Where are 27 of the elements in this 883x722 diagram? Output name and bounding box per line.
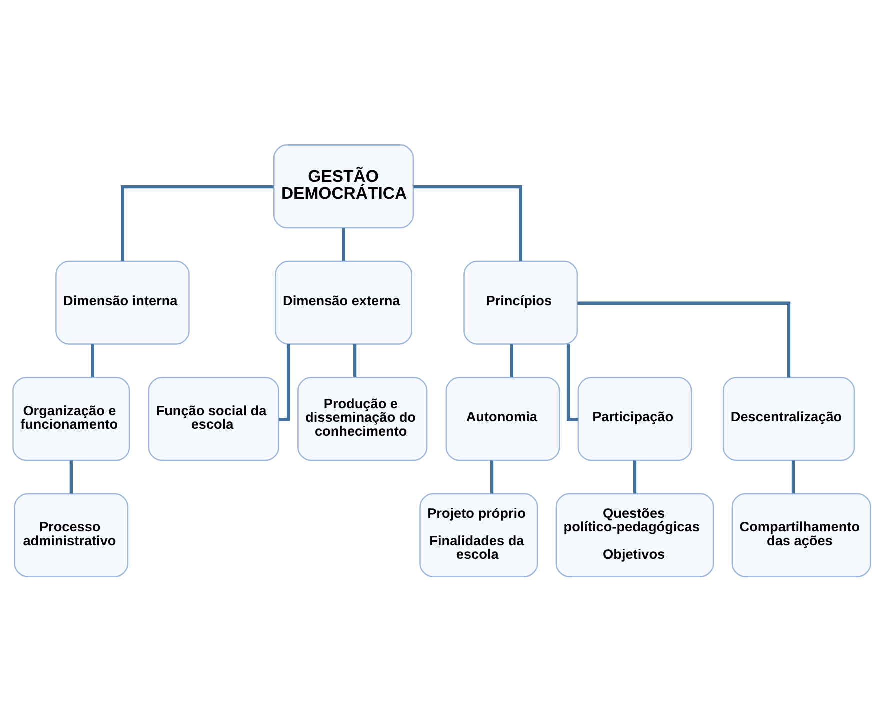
- node-box: Descentralização: [722, 377, 855, 462]
- node-box: Dimensão interna: [55, 260, 190, 345]
- node-box: Função social da escola: [148, 377, 279, 462]
- connector: [90, 344, 94, 378]
- connector: [69, 460, 72, 494]
- connector: [278, 344, 290, 422]
- node-box: Participação: [577, 377, 692, 462]
- connector: [791, 460, 795, 494]
- connector: [510, 344, 513, 378]
- connector: [352, 344, 356, 378]
- node-box: Organização e funcionamento: [12, 377, 130, 462]
- connector: [577, 302, 790, 378]
- connector: [490, 460, 494, 494]
- node-box: Dimensão externa: [274, 260, 412, 345]
- node-box: GESTÃO DEMOCRÁTICA: [273, 144, 414, 229]
- node-box: Princípios: [463, 260, 578, 345]
- node-box: Projeto próprio Finalidades da escola: [419, 493, 538, 578]
- node-box: Produção e disseminação do conhecimento: [297, 377, 428, 462]
- connector: [342, 228, 345, 262]
- connector: [120, 186, 274, 262]
- node-box: Processo administrativo: [14, 493, 128, 578]
- connector: [632, 460, 636, 494]
- node-box: Questões político-pedagógicas Objetivos: [555, 493, 714, 578]
- connector: [566, 344, 578, 422]
- connector: [413, 186, 522, 262]
- node-box: Compartilhamento das ações: [731, 493, 871, 578]
- node-box: Autonomia: [445, 377, 560, 462]
